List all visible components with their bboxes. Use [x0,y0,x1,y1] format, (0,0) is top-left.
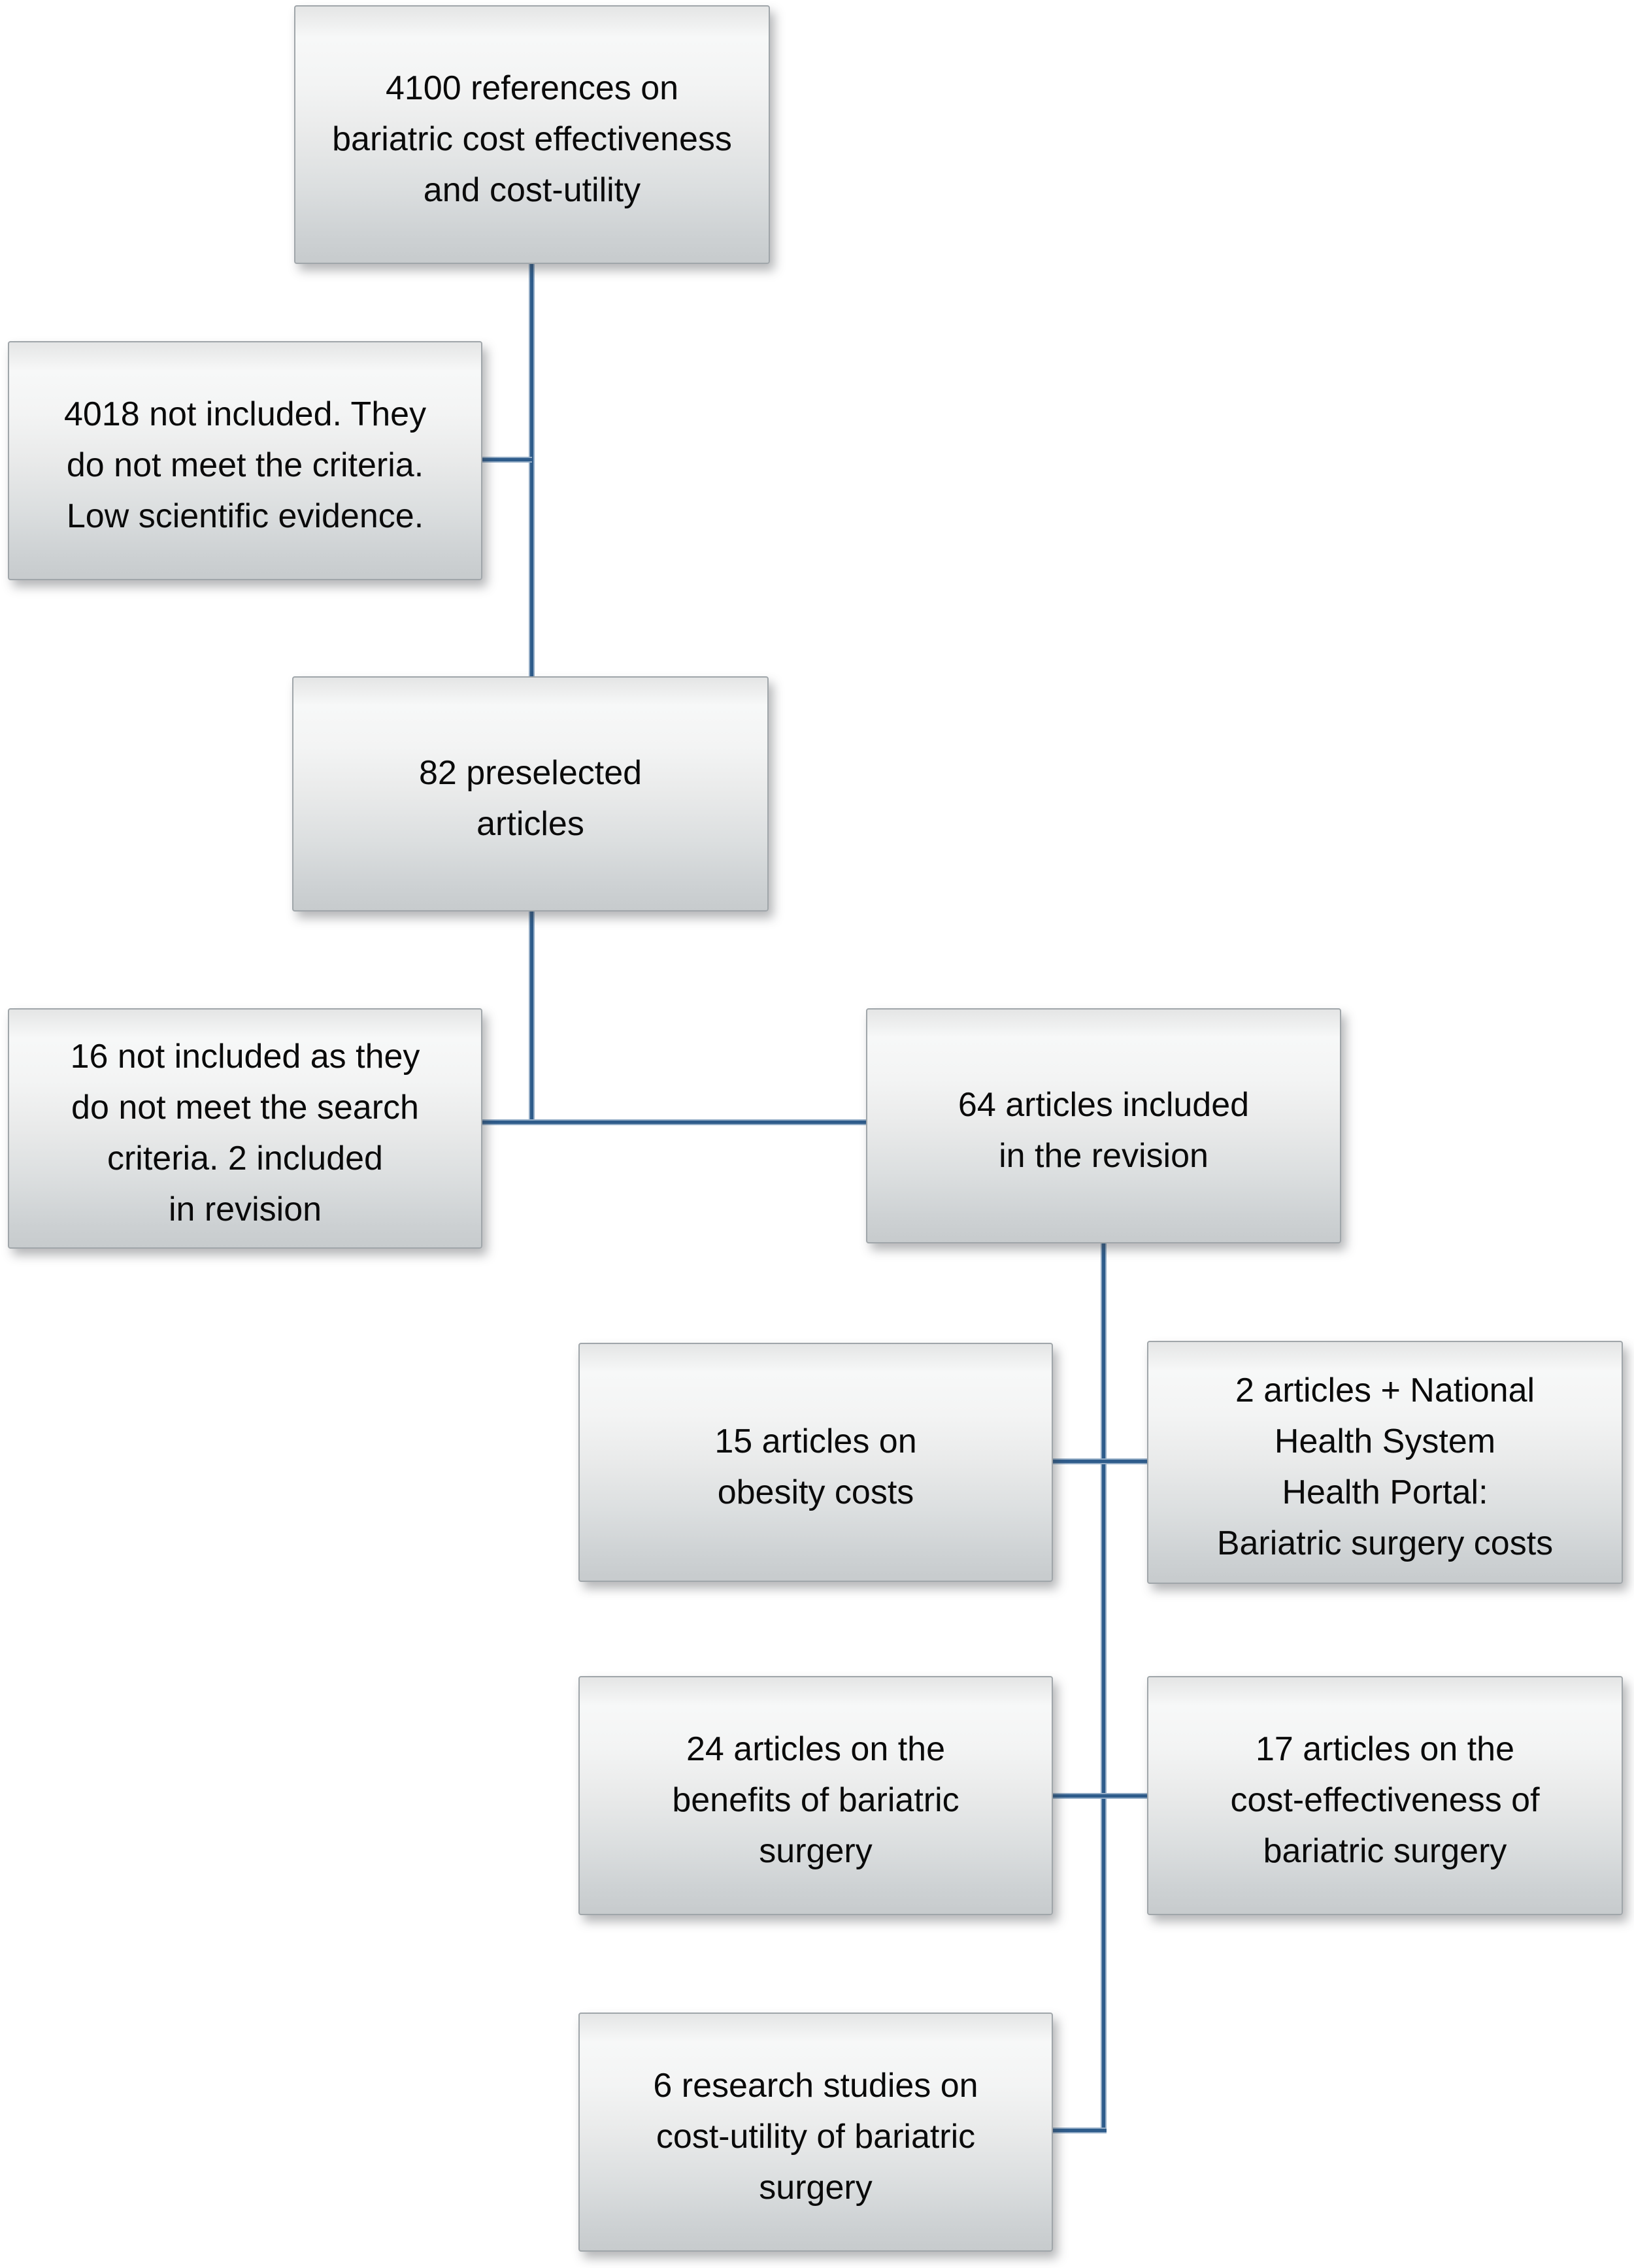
box-cost-effectiveness-17-text: 17 articles on the cost-effectiveness of… [1230,1730,1540,1870]
box-benefits-24-text: 24 articles on the benefits of bariatric… [672,1730,959,1870]
box-excluded-16-text: 16 not included as they do not meet the … [70,1038,420,1228]
box-excluded-16: 16 not included as they do not meet the … [8,1008,482,1249]
box-references-4100: 4100 references on bariatric cost effect… [294,5,770,264]
box-included-64: 64 articles included in the revision [866,1008,1341,1243]
connector-branch-cost-utility [1053,2128,1107,2133]
connector-excluded-16-to-included-64 [482,1119,869,1125]
box-references-4100-text: 4100 references on bariatric cost effect… [332,69,732,209]
box-surgery-costs-2-text: 2 articles + National Health System Heal… [1216,1372,1554,1562]
box-cost-utility-6-text: 6 research studies on cost-utility of ba… [653,2067,978,2207]
box-obesity-costs-15-text: 15 articles on obesity costs [714,1422,917,1511]
box-preselected-82: 82 preselected articles [292,676,769,912]
box-excluded-4018-text: 4018 not included. They do not meet the … [63,395,427,535]
connector-obesity-to-surgery-costs [1053,1458,1147,1464]
box-surgery-costs-2: 2 articles + National Health System Heal… [1147,1341,1623,1584]
box-obesity-costs-15: 15 articles on obesity costs [578,1343,1053,1582]
box-excluded-4018: 4018 not included. They do not meet the … [8,341,482,580]
connector-preselected-down [529,912,535,1125]
box-included-64-text: 64 articles included in the revision [958,1086,1250,1175]
box-preselected-82-text: 82 preselected articles [418,754,642,843]
box-cost-utility-6: 6 research studies on cost-utility of ba… [578,2013,1053,2252]
box-cost-effectiveness-17: 17 articles on the cost-effectiveness of… [1147,1676,1623,1915]
connector-benefits-to-cost-effectiveness [1053,1793,1147,1799]
connector-included-64-down [1101,1243,1107,2133]
box-benefits-24: 24 articles on the benefits of bariatric… [578,1676,1053,1915]
connector-branch-excluded-4018 [482,457,532,463]
connector-references-to-preselected [529,263,535,679]
